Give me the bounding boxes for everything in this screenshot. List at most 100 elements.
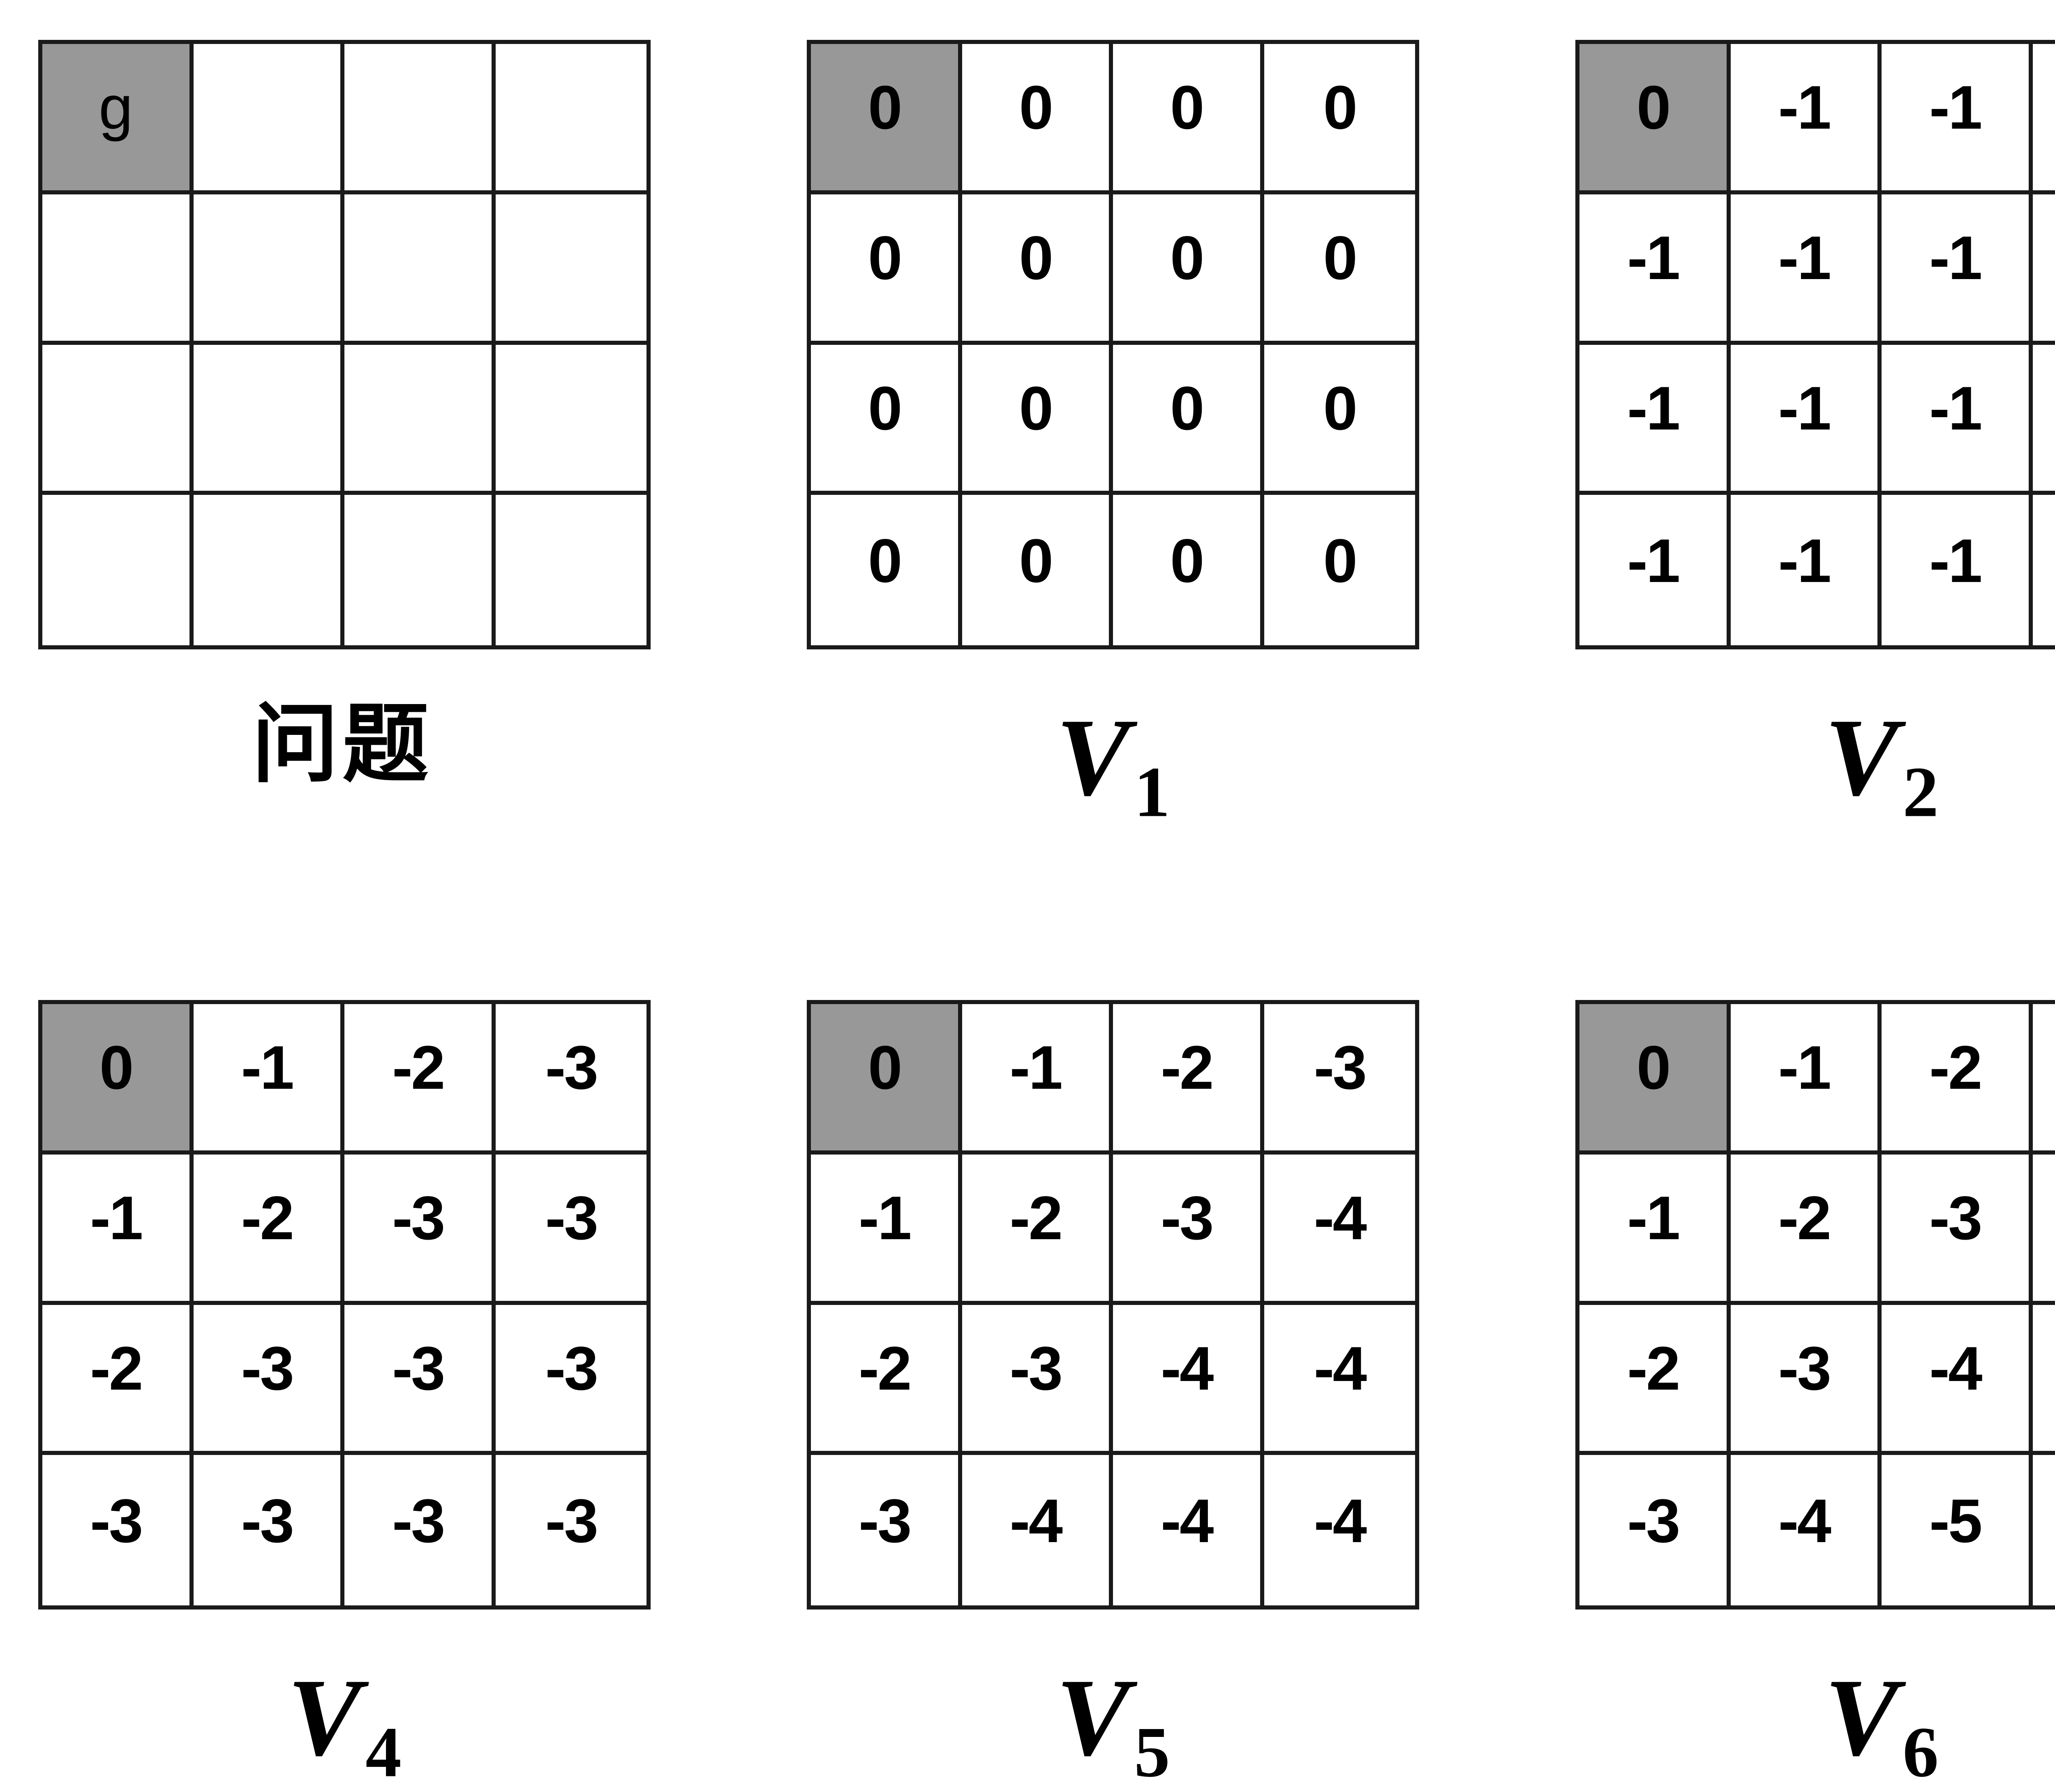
grid-cell: -1 <box>1731 194 1882 345</box>
grid-cell: -1 <box>194 1004 345 1155</box>
grid-label: V6 <box>1575 1662 2055 1773</box>
label-subscript: 2 <box>1903 756 1939 828</box>
grid-cell: -3 <box>42 1455 194 1605</box>
grid-cell: 0 <box>811 345 962 495</box>
grid-cell-empty <box>194 194 345 345</box>
label-text: 问题 <box>252 697 433 793</box>
grid-cell: -1 <box>1579 1155 1731 1305</box>
grid-cell: -1 <box>2033 194 2055 345</box>
grid-cell: -1 <box>2033 495 2055 645</box>
grid-cell: -1 <box>2033 345 2055 495</box>
grid-cell: 0 <box>962 495 1113 645</box>
grid-cell: 0 <box>1113 495 1264 645</box>
grid-cell: -1 <box>1882 44 2033 194</box>
grid-cell: 0 <box>1579 44 1731 194</box>
grid-cell: 0 <box>42 1004 194 1155</box>
value-grid: 0-1-2-3-1-2-3-3-2-3-3-3-3-3-3-3 <box>38 1000 651 1610</box>
grid-cell: -3 <box>344 1305 496 1455</box>
label-text: V <box>1056 696 1130 819</box>
label-text: V <box>1056 1656 1130 1779</box>
grid-cell: -1 <box>1731 345 1882 495</box>
value-grid: 0-1-2-3-1-2-3-4-2-3-4-5-3-4-5-5 <box>1575 1000 2055 1610</box>
grid-cell: g <box>42 44 194 194</box>
grid-cell: -1 <box>811 1155 962 1305</box>
grid-cell: -1 <box>1882 194 2033 345</box>
grid-cell: 0 <box>1264 194 1415 345</box>
label-subscript: 1 <box>1134 756 1170 828</box>
grid-cell: -1 <box>1882 345 2033 495</box>
grid-cell: -3 <box>1264 1004 1415 1155</box>
grid-cell: -1 <box>962 1004 1113 1155</box>
grid-cell: -3 <box>1731 1305 1882 1455</box>
label-text: V <box>287 1656 361 1779</box>
grid-cell-empty <box>42 345 194 495</box>
grid-cell: -3 <box>496 1155 647 1305</box>
grid-cell: -3 <box>962 1305 1113 1455</box>
grid-cell: -1 <box>1579 194 1731 345</box>
grid-cell: -3 <box>496 1455 647 1605</box>
grid-cell: -4 <box>1731 1455 1882 1605</box>
grid-cell: -3 <box>1882 1155 2033 1305</box>
grid-cell: 0 <box>1264 44 1415 194</box>
grid-cell: -1 <box>1731 495 1882 645</box>
label-subscript: 4 <box>365 1716 402 1788</box>
grid-cell: -2 <box>962 1155 1113 1305</box>
grid-cell: -1 <box>2033 44 2055 194</box>
grid-cell: -2 <box>344 1004 496 1155</box>
grid-cell: 0 <box>811 495 962 645</box>
grid-cell: -4 <box>1264 1155 1415 1305</box>
grid-cell: 0 <box>1264 495 1415 645</box>
grid-cell-empty <box>194 44 345 194</box>
grid-cell: 0 <box>962 194 1113 345</box>
grid-cell: -3 <box>2033 1004 2055 1155</box>
grid-cell: 0 <box>811 1004 962 1155</box>
panel-v2: 0-1-1-1-1-1-1-1-1-1-1-1-1-1-1-1 V2 <box>1575 40 2055 1000</box>
grid-cell: -5 <box>2033 1305 2055 1455</box>
value-grid: 0-1-2-3-1-2-3-4-2-3-4-4-3-4-4-4 <box>807 1000 1419 1610</box>
grid-cell: -4 <box>1264 1455 1415 1605</box>
grid-cell: -4 <box>1113 1305 1264 1455</box>
label-text: V <box>1824 1656 1898 1779</box>
grid-cell-empty <box>194 345 345 495</box>
grid-cell: -5 <box>2033 1455 2055 1605</box>
grid-label: 问题 <box>38 702 651 788</box>
grid-label: V1 <box>807 702 1419 813</box>
grid-cell: -3 <box>344 1455 496 1605</box>
grid-cell-empty <box>42 194 194 345</box>
grid-label: V2 <box>1575 702 2055 813</box>
grid-cell: -4 <box>1882 1305 2033 1455</box>
grid-cell: -2 <box>194 1155 345 1305</box>
grid-cell: -4 <box>1264 1305 1415 1455</box>
grid-cell-empty <box>42 495 194 645</box>
label-subscript: 5 <box>1134 1716 1170 1788</box>
grid-cell: -4 <box>2033 1155 2055 1305</box>
grid-cell: -3 <box>194 1305 345 1455</box>
grid-cell-empty <box>496 44 647 194</box>
grid-cell: -4 <box>1113 1455 1264 1605</box>
grid-cell: 0 <box>811 194 962 345</box>
grid-cell: -1 <box>1882 495 2033 645</box>
grid-cell: -5 <box>1882 1455 2033 1605</box>
grid-cell: -3 <box>194 1455 345 1605</box>
grid-cell: -2 <box>1731 1155 1882 1305</box>
grid-label: V5 <box>807 1662 1419 1773</box>
grid-cell-empty <box>344 44 496 194</box>
grid-cell: 0 <box>962 345 1113 495</box>
grid-cell: -2 <box>1882 1004 2033 1155</box>
panel-v4: 0-1-2-3-1-2-3-3-2-3-3-3-3-3-3-3 V4 <box>38 1000 651 1773</box>
grid-cell: -2 <box>1579 1305 1731 1455</box>
grid-cell-empty <box>344 345 496 495</box>
grid-cell: -3 <box>496 1004 647 1155</box>
grid-cell-empty <box>344 194 496 345</box>
value-grid: 0-1-1-1-1-1-1-1-1-1-1-1-1-1-1-1 <box>1575 40 2055 649</box>
grid-cell: 0 <box>811 44 962 194</box>
grid-cell-empty <box>344 495 496 645</box>
grid-cell-empty <box>194 495 345 645</box>
grid-cell-empty <box>496 194 647 345</box>
grid-cell: 0 <box>962 44 1113 194</box>
panel-v5: 0-1-2-3-1-2-3-4-2-3-4-4-3-4-4-4 V5 <box>807 1000 1419 1773</box>
